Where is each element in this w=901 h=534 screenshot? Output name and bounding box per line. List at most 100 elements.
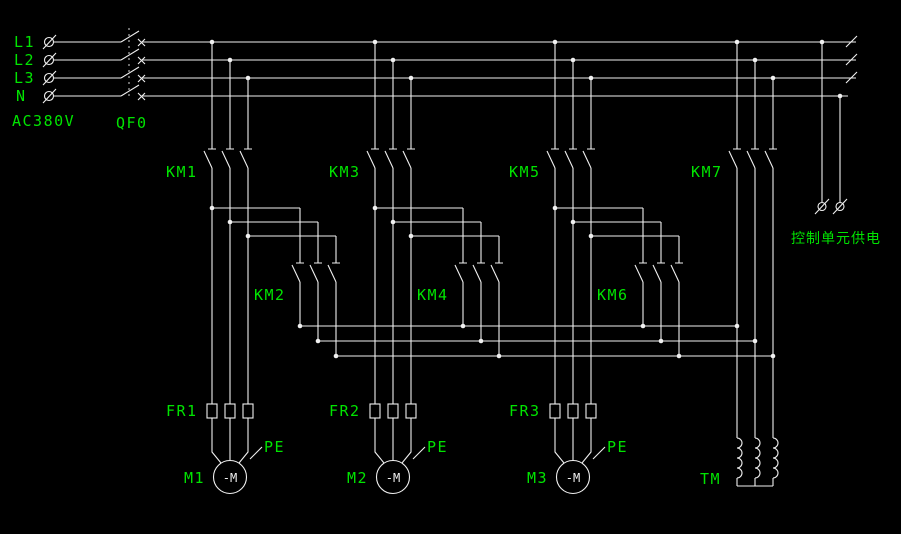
control-terminal-slashes (814, 198, 848, 215)
label-fr2: FR2 (329, 402, 361, 420)
tm-coil-symbol (736, 437, 743, 479)
junction-dot (570, 57, 576, 63)
motor-m1-symbol: -M (223, 471, 237, 485)
label-km2: KM2 (254, 286, 286, 304)
terminal-slash-marks (42, 34, 57, 104)
control-terminal-icon (835, 201, 845, 212)
junction-dot (408, 75, 414, 81)
junction-dot (245, 233, 251, 239)
junction-dot (390, 57, 396, 63)
control-terminal-icon (817, 201, 827, 212)
fr1-heater-box (224, 403, 236, 419)
motor-m2-circle (375, 459, 411, 495)
label-control-supply: 控制单元供电 (791, 231, 881, 247)
label-km5: KM5 (509, 163, 541, 181)
label-qf0: QF0 (116, 114, 148, 132)
junction-dot (588, 233, 594, 239)
km4-contact-symbols (454, 262, 503, 283)
junction-dot (676, 353, 682, 359)
junction-dot (372, 39, 378, 45)
junction-dot (245, 75, 251, 81)
motor-branch-1: KM1 KM2 FR1 PE M1 -M (166, 42, 340, 495)
supply-labels: L1 L2 L3 N AC380V QF0 (12, 33, 148, 132)
branch2-main-wires (374, 42, 412, 464)
bus-continuation-ticks (845, 35, 858, 84)
pe3-earth-slash (592, 446, 606, 460)
breaker-qf0-symbol (120, 28, 146, 101)
junction-dot (640, 323, 646, 329)
motor-m2-symbol: -M (386, 471, 400, 485)
junction-dot (478, 338, 484, 344)
km5-contact-symbols (546, 148, 595, 169)
control-supply-wires (821, 42, 841, 202)
junction-dot (588, 75, 594, 81)
motor-m3-symbol: -M (566, 471, 580, 485)
label-l3: L3 (14, 69, 35, 87)
junction-dot (390, 219, 396, 225)
label-km4: KM4 (417, 286, 449, 304)
pe1-earth-slash (249, 446, 263, 460)
tm-coil-symbol (772, 437, 779, 479)
junction-dot (227, 57, 233, 63)
junction-dot (333, 353, 339, 359)
junction-dot (658, 338, 664, 344)
label-km3: KM3 (329, 163, 361, 181)
junction-dot (372, 205, 378, 211)
junction-dot (209, 205, 215, 211)
junction-dot (552, 205, 558, 211)
fr2-heater-box (405, 403, 417, 419)
junction-dot (770, 75, 776, 81)
junction-dot (460, 323, 466, 329)
starter-bus-wires (300, 325, 773, 357)
tm-branch-wires (736, 42, 774, 487)
junction-dot (770, 353, 776, 359)
label-pe3: PE (607, 438, 628, 456)
fr3-heater-box (585, 403, 597, 419)
km2-contact-symbols (291, 262, 340, 283)
label-tm: TM (700, 470, 721, 488)
motor-m3-circle (555, 459, 591, 495)
junction-dot (819, 39, 825, 45)
junction-dot (496, 353, 502, 359)
transformer-branch: KM7 TM (691, 42, 779, 488)
branch2-starter-tap-wires (375, 207, 500, 356)
pe2-earth-slash (412, 446, 426, 460)
label-l1: L1 (14, 33, 35, 51)
motor-m1-circle (212, 459, 248, 495)
fr1-heater-box (206, 403, 218, 419)
junction-dot (552, 39, 558, 45)
fr1-heater-box (242, 403, 254, 419)
tm-coil-symbol (754, 437, 761, 479)
junction-dot (734, 39, 740, 45)
label-pe1: PE (264, 438, 285, 456)
control-supply-branch: 控制单元供电 (791, 42, 881, 247)
motor-branch-2: KM3 KM4 FR2 PE M2 -M (329, 42, 503, 495)
junction-dot (297, 323, 303, 329)
fr2-heater-box (387, 403, 399, 419)
km1-contact-symbols (203, 148, 252, 169)
km6-contact-symbols (634, 262, 683, 283)
junction-dot (227, 219, 233, 225)
junction-dot (752, 57, 758, 63)
branch1-main-wires (211, 42, 249, 464)
km3-contact-symbols (366, 148, 415, 169)
label-fr3: FR3 (509, 402, 541, 420)
fr3-heater-box (549, 403, 561, 419)
km7-contact-symbols (728, 148, 777, 169)
supply-input-terminals (42, 34, 57, 104)
branch1-starter-tap-wires (212, 207, 337, 356)
label-n: N (16, 87, 27, 105)
junction-dots (209, 39, 843, 359)
label-l2: L2 (14, 51, 35, 69)
label-m3: M3 (527, 469, 548, 487)
junction-dot (752, 338, 758, 344)
label-km1: KM1 (166, 163, 198, 181)
label-km6: KM6 (597, 286, 629, 304)
junction-dot (570, 219, 576, 225)
bus-wires (53, 41, 856, 97)
branch3-main-wires (554, 42, 592, 464)
fr2-heater-box (369, 403, 381, 419)
label-fr1: FR1 (166, 402, 198, 420)
